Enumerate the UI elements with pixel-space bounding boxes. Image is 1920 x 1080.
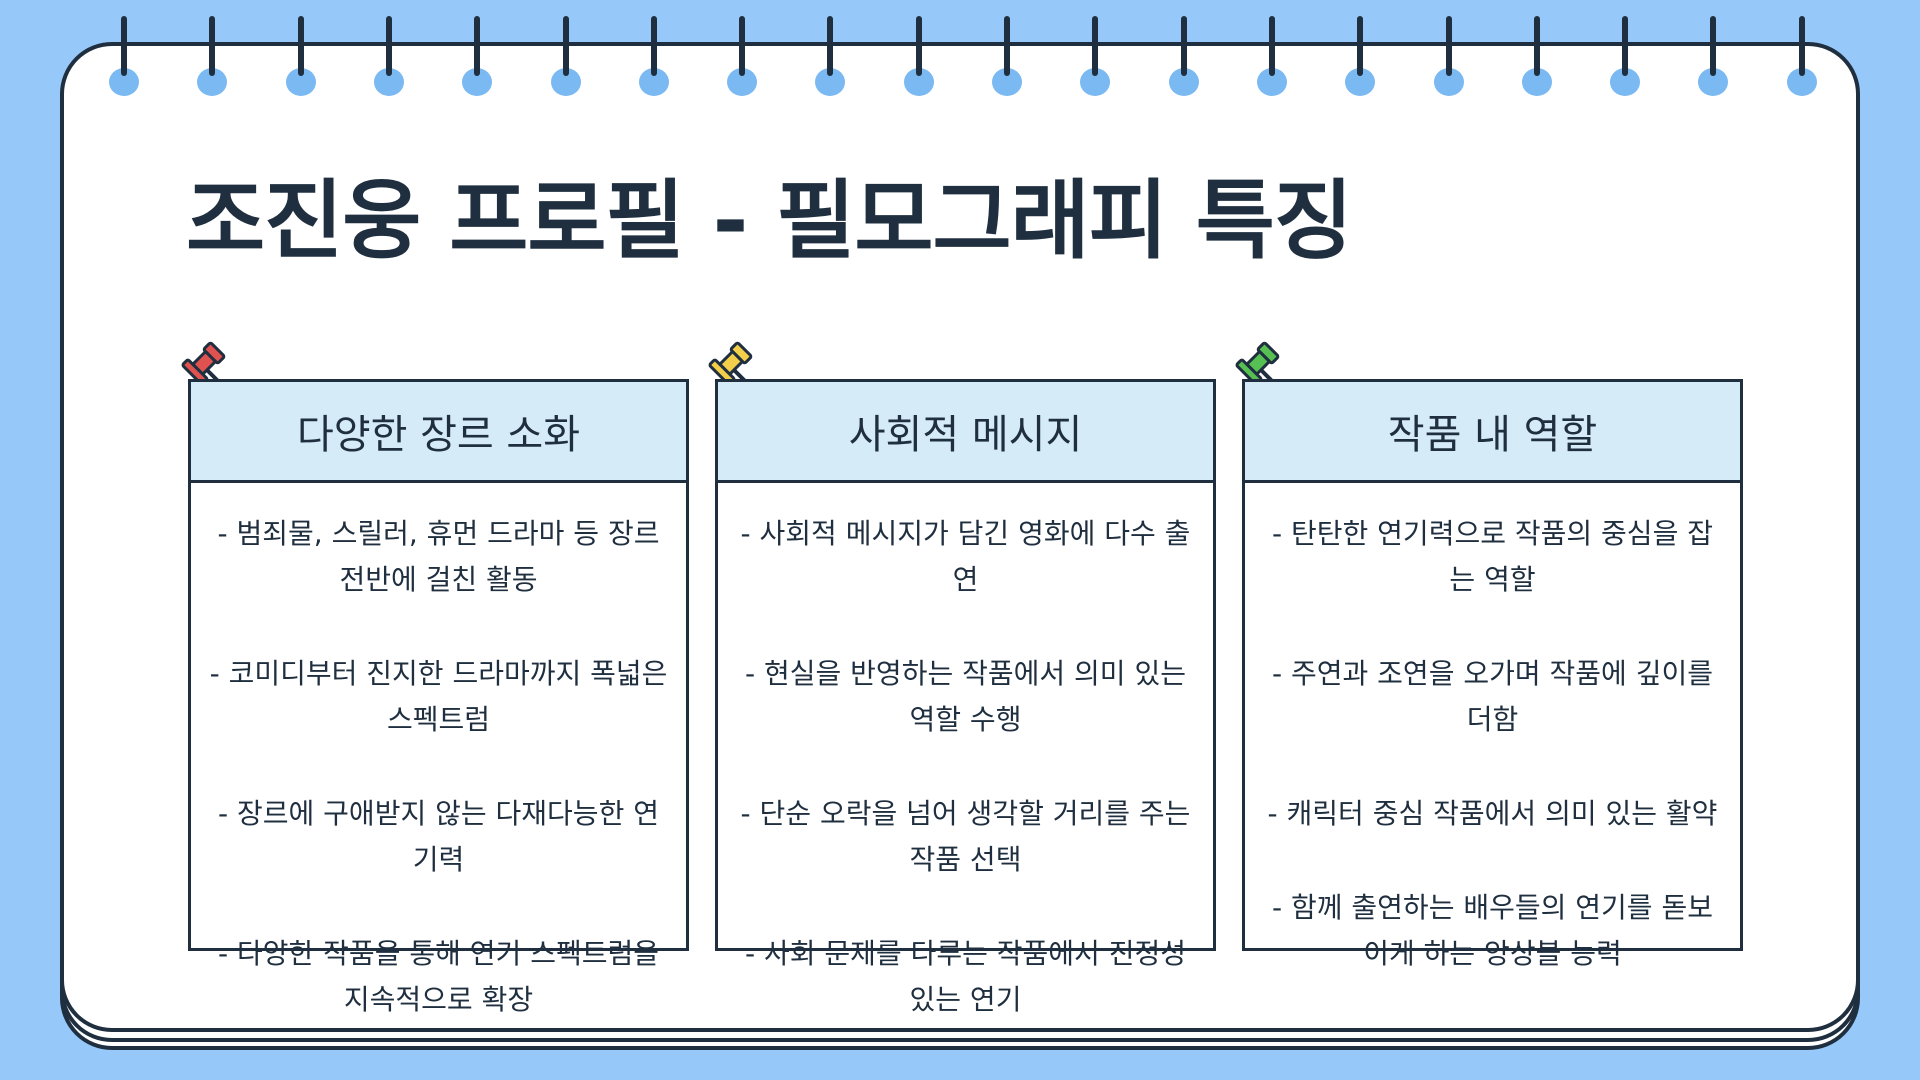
card-heading: 다양한 장르 소화 xyxy=(188,379,689,483)
binding-wire xyxy=(474,16,481,76)
binding-wire xyxy=(827,16,834,76)
pushpin-icon xyxy=(181,341,236,399)
binding-ring xyxy=(462,16,493,96)
binding-wire xyxy=(121,16,127,76)
binding-wire xyxy=(915,16,922,76)
list-item: - 함께 출연하는 배우들의 연기를 돋보이게 하는 앙상블 능력 xyxy=(1271,891,1713,970)
binding-ring xyxy=(1786,16,1817,96)
binding-ring xyxy=(1433,16,1464,96)
binding-ring xyxy=(1256,16,1287,96)
binding-wire xyxy=(1180,16,1187,76)
list-item: - 다양한 작품을 통해 연기 스펙트럼을 지속적으로 확장 xyxy=(217,937,659,1016)
card-body: - 탄탄한 연기력으로 작품의 중심을 잡는 역할 - 주연과 조연을 오가며 … xyxy=(1262,511,1723,1025)
binding-ring xyxy=(109,16,139,96)
binding-wire xyxy=(209,16,216,76)
list-item: - 코미디부터 진지한 드라마까지 폭넓은 스펙트럼 xyxy=(209,657,668,736)
binding-ring xyxy=(1168,16,1199,96)
binding-wire xyxy=(1092,16,1099,76)
list-item: - 사회 문제를 다루는 작품에서 진정성 있는 연기 xyxy=(744,937,1186,1016)
binding-wire xyxy=(297,16,304,76)
list-item: - 사회적 메시지가 담긴 영화에 다수 출연 xyxy=(740,517,1191,596)
binding-ring xyxy=(373,16,404,96)
binding-ring xyxy=(285,16,316,96)
binding-wire xyxy=(385,16,392,76)
binding-wire xyxy=(1710,16,1717,76)
list-item: - 장르에 구애받지 않는 다재다능한 연기력 xyxy=(217,797,659,876)
binding-ring xyxy=(815,16,846,96)
slide-title: 조진웅 프로필 - 필모그래피 특징 xyxy=(186,171,1353,271)
binding-wire xyxy=(1445,16,1452,76)
card-body: - 범죄물, 스릴러, 휴먼 드라마 등 장르 전반에 걸친 활동 - 코미디부… xyxy=(208,511,669,1071)
card-heading: 작품 내 역할 xyxy=(1242,379,1743,483)
card-body: - 사회적 메시지가 담긴 영화에 다수 출연 - 현실을 반영하는 작품에서 … xyxy=(735,511,1196,1071)
notebook-page xyxy=(60,42,1860,1032)
list-item: - 주연과 조연을 오가며 작품에 깊이를 더함 xyxy=(1271,657,1713,736)
card-role-in-works: 작품 내 역할 - 탄탄한 연기력으로 작품의 중심을 잡는 역할 - 주연과 … xyxy=(1235,341,1743,970)
binding-wire xyxy=(562,16,569,76)
list-item: - 범죄물, 스릴러, 휴먼 드라마 등 장르 전반에 걸친 활동 xyxy=(217,517,660,596)
binding-ring xyxy=(1698,16,1729,96)
binding-ring xyxy=(638,16,669,96)
list-item: - 현실을 반영하는 작품에서 의미 있는 역할 수행 xyxy=(744,657,1186,736)
list-item: - 단순 오락을 넘어 생각할 거리를 주는 작품 선택 xyxy=(740,797,1191,876)
binding-ring xyxy=(903,16,934,96)
binding-wire xyxy=(1622,16,1629,76)
list-item: - 캐릭터 중심 작품에서 의미 있는 활약 xyxy=(1267,797,1718,830)
binding-ring xyxy=(1521,16,1552,96)
binding-wire xyxy=(1268,16,1275,76)
binding-ring xyxy=(992,16,1022,96)
binding-wire xyxy=(1798,16,1805,76)
card-genre-range: 다양한 장르 소화 - 범죄물, 스릴러, 휴먼 드라마 등 장르 전반에 걸친… xyxy=(181,341,689,1016)
binding-wire xyxy=(1357,16,1364,76)
binding-wire xyxy=(1533,16,1540,76)
binding-ring xyxy=(727,16,758,96)
binding-ring xyxy=(1080,16,1111,96)
card-social-message: 사회적 메시지 - 사회적 메시지가 담긴 영화에 다수 출연 - 현실을 반영… xyxy=(708,341,1216,1016)
binding-wire xyxy=(650,16,657,76)
list-item: - 탄탄한 연기력으로 작품의 중심을 잡는 역할 xyxy=(1271,517,1713,596)
binding-ring xyxy=(550,16,581,96)
binding-wire xyxy=(739,16,746,76)
binding-wire xyxy=(1004,16,1010,76)
binding-ring xyxy=(197,16,228,96)
card-heading: 사회적 메시지 xyxy=(715,379,1216,483)
binding-ring xyxy=(1610,16,1641,96)
binding-ring xyxy=(1345,16,1376,96)
